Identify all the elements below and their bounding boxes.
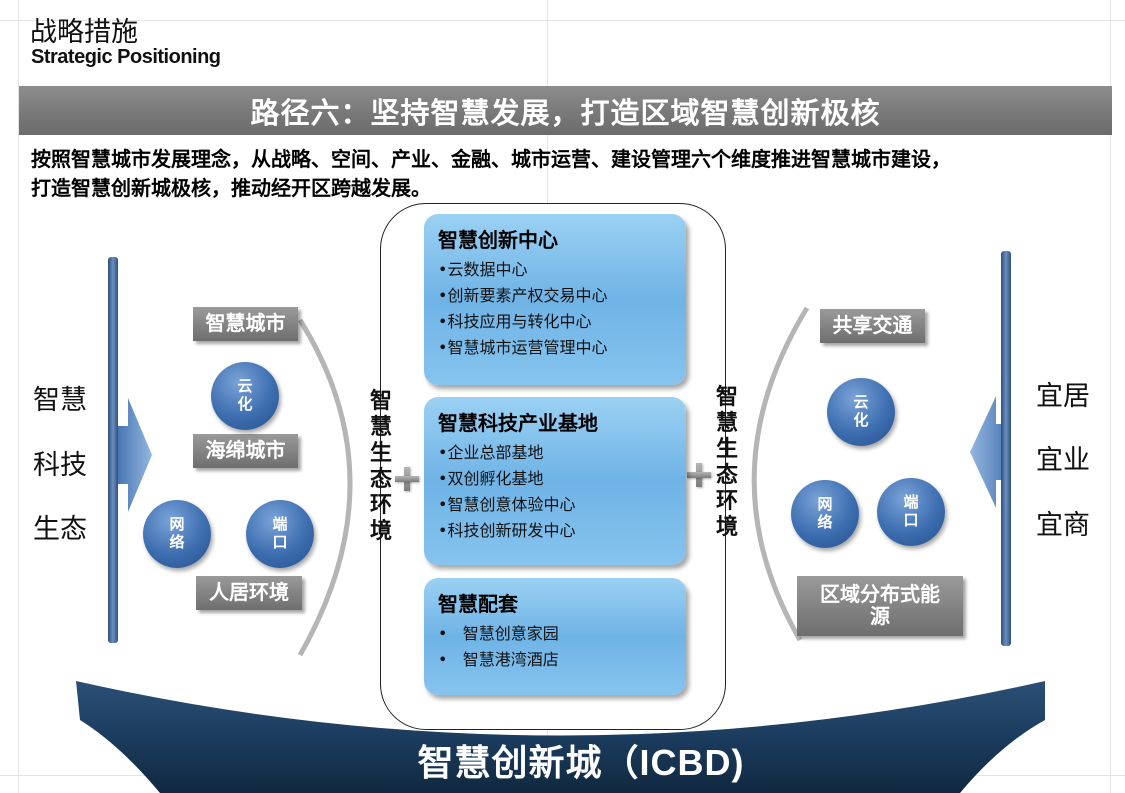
bottom-arc-band [76, 681, 1045, 793]
card-item: • 智慧创意家园 [438, 624, 559, 643]
plus-icon [395, 467, 419, 491]
right-side-word: 宜居 [1036, 381, 1090, 411]
left-curve [297, 318, 353, 657]
circle-port: 端口 [246, 500, 314, 568]
page-title: 战略措施 [30, 17, 138, 47]
card-item: •智慧城市运营管理中心 [438, 338, 608, 357]
section-banner: 路径六：坚持智慧发展，打造区域智慧创新极核 [19, 86, 1112, 135]
banner-text: 路径六：坚持智慧发展，打造区域智慧创新极核 [250, 97, 881, 130]
circle-cloud: 云化 [211, 362, 279, 430]
left-side-word: 生态 [33, 514, 87, 544]
left-side-word: 科技 [33, 450, 87, 480]
right-side-word: 宜商 [1036, 510, 1090, 540]
circle-cloud: 云化 [827, 378, 895, 446]
intro-line: 打造智慧创新城极核，推动经开区跨越发展。 [31, 178, 431, 200]
guide-line [1110, 0, 1111, 793]
vertical-label-right: 智慧生态环境 [715, 384, 738, 539]
card-industry-base: 智慧科技产业基地 •企业总部基地 •双创孵化基地 •智慧创意体验中心 •科技创新… [424, 397, 686, 565]
intro-paragraph: 按照智慧城市发展理念，从战略、空间、产业、金融、城市运营、建设管理六个维度推进智… [31, 146, 1111, 204]
label-sponge-city: 海绵城市 [193, 434, 298, 468]
right-arrow-icon [118, 398, 152, 512]
card-item: •智慧创意体验中心 [438, 495, 576, 514]
label-living-environment: 人居环境 [196, 576, 302, 610]
card-item: • 智慧港湾酒店 [438, 650, 559, 669]
circle-network: 网络 [143, 500, 211, 568]
card-title: 智慧创新中心 [438, 230, 558, 252]
card-item: •科技应用与转化中心 [438, 312, 592, 331]
label-smart-city: 智慧城市 [193, 307, 298, 341]
left-vertical-bar [108, 257, 118, 643]
card-title: 智慧科技产业基地 [438, 413, 598, 435]
vertical-label-left: 智慧生态环境 [369, 388, 392, 543]
circle-network: 网络 [791, 480, 859, 548]
footer-title: 智慧创新城（ICBD) [417, 742, 745, 783]
guide-line [18, 0, 19, 793]
card-item: •云数据中心 [438, 260, 528, 279]
left-arrow-icon [970, 396, 1010, 508]
circle-port: 端口 [877, 478, 945, 546]
card-item: •科技创新研发中心 [438, 521, 576, 540]
plus-icon [687, 463, 711, 487]
label-distributed-energy: 区域分布式能源 [797, 576, 963, 636]
right-vertical-bar [1001, 251, 1011, 646]
card-item: •双创孵化基地 [438, 469, 544, 488]
guide-line [0, 20, 1125, 21]
label-shared-transport: 共享交通 [820, 309, 925, 343]
intro-line: 按照智慧城市发展理念，从战略、空间、产业、金融、城市运营、建设管理六个维度推进智… [31, 149, 951, 171]
page-subtitle: Strategic Positioning [31, 46, 221, 68]
right-side-word: 宜业 [1036, 445, 1090, 475]
card-innovation-center: 智慧创新中心 •云数据中心 •创新要素产权交易中心 •科技应用与转化中心 •智慧… [424, 214, 686, 385]
card-title: 智慧配套 [438, 594, 518, 616]
card-item: •创新要素产权交易中心 [438, 286, 608, 305]
card-smart-supporting: 智慧配套 • 智慧创意家园 • 智慧港湾酒店 [424, 578, 686, 695]
right-curve [751, 306, 810, 642]
left-side-word: 智慧 [33, 385, 87, 415]
card-item: •企业总部基地 [438, 443, 544, 462]
